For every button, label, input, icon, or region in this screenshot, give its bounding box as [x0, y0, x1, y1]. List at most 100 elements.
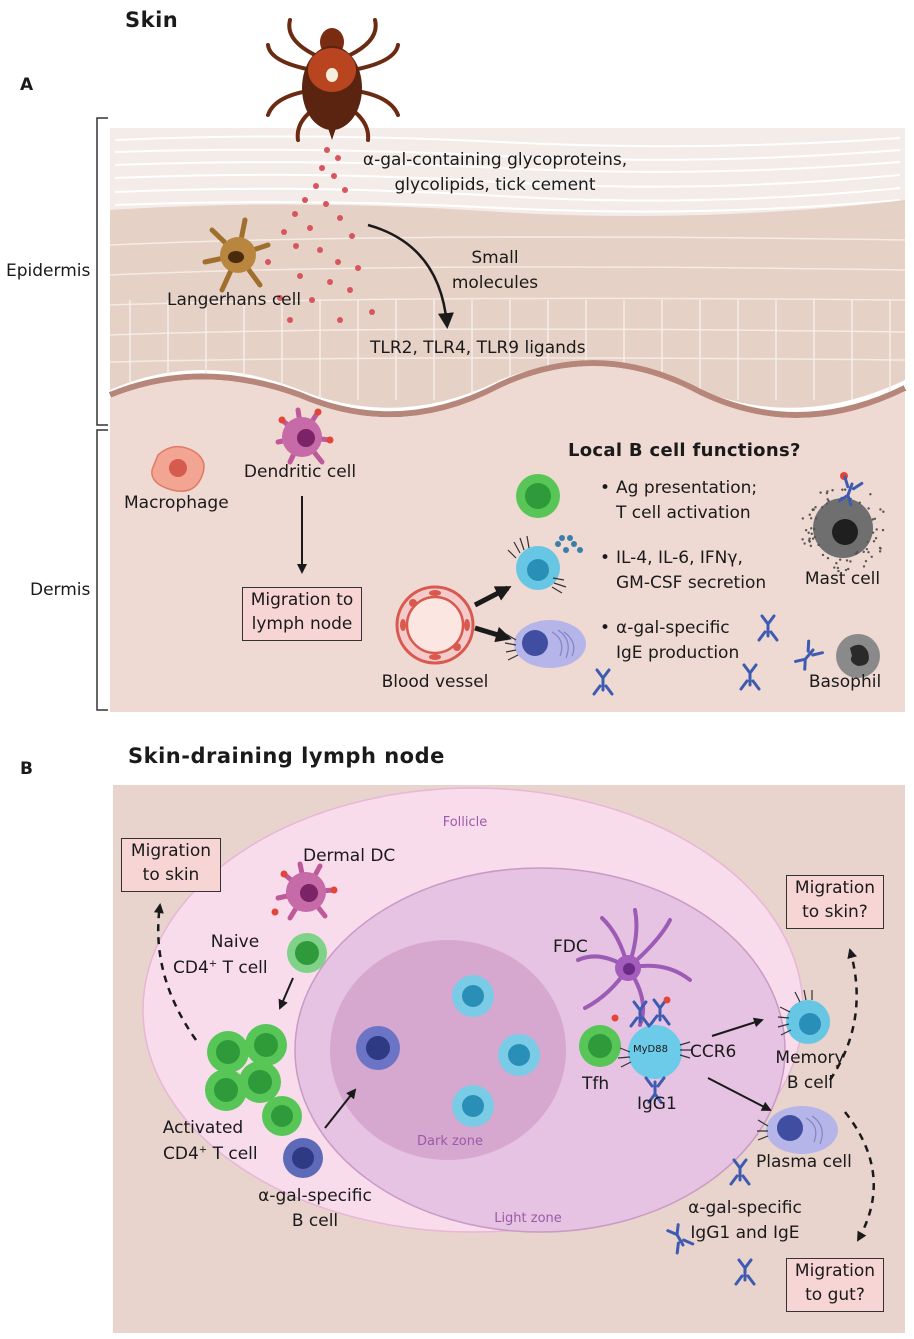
agal-b-cell-icon: [283, 1138, 323, 1178]
dark-zone-b-cell: [498, 1034, 540, 1076]
mast-cell-granule: [879, 508, 882, 511]
mast-cell-icon: [801, 472, 885, 573]
langerhans-label: Langerhans cell: [167, 290, 302, 310]
migration-gut-line-2: to gut?: [805, 1285, 865, 1305]
migration-skin-q-line-1: Migration: [794, 878, 876, 898]
blood-vessel-label: Blood vessel: [381, 672, 489, 692]
mast-cell-granule: [858, 501, 861, 504]
mast-cell-label: Mast cell: [804, 569, 881, 589]
antigen-particle: [335, 259, 341, 265]
antigen-particle: [317, 247, 323, 253]
mast-cell-granule: [872, 540, 876, 543]
bullet-3-line-1: α-gal-specific: [616, 618, 730, 638]
mast-cell-granule: [836, 566, 840, 570]
dermal-dc-label: Dermal DC: [303, 846, 396, 866]
mast-cell-granule: [849, 560, 852, 563]
tick-icon: [266, 18, 400, 142]
mast-cell-granule: [826, 556, 830, 560]
tfh-label: Tfh: [582, 1074, 610, 1094]
dermis-bracket: [96, 429, 108, 711]
migration-skin-line-1: Migration: [130, 841, 212, 861]
naive-label-2: CD4+ T cell: [173, 958, 268, 978]
antigen-particle: [293, 243, 299, 249]
mast-cell-granule: [808, 537, 811, 540]
panel-b-letter: B: [20, 759, 33, 779]
mast-cell-granule: [835, 561, 838, 565]
mast-cell-granule: [837, 569, 840, 573]
stratum-lines: [114, 135, 901, 213]
activated-label-1: Activated: [162, 1118, 244, 1138]
plasma-cell-icon-a: [504, 620, 586, 668]
antigen-particle: [307, 225, 313, 231]
mast-cell-granule: [825, 492, 829, 495]
migration-skin-dashed-arrow: [153, 903, 198, 1041]
mast-cell-granule: [875, 528, 878, 531]
activated-label-2: CD4+ T cell: [163, 1144, 258, 1164]
mast-cell-granule: [864, 559, 868, 563]
antigen-particle: [324, 147, 330, 153]
mast-cell-granule: [801, 538, 804, 541]
bullet-1-line-2: T cell activation: [616, 503, 751, 523]
activated-t-cell-cluster: [205, 1024, 302, 1136]
vessel-arrow-upper: [473, 585, 512, 608]
migration-ln-line-1: Migration to: [250, 590, 354, 610]
panel-a-letter: A: [20, 75, 34, 95]
basophil-icon: [836, 634, 880, 678]
epidermis-cell-grid: [109, 236, 906, 363]
mast-cell-granule: [810, 532, 813, 536]
fdc-label: FDC: [553, 937, 588, 957]
antigen-particle: [347, 287, 353, 293]
mast-cell-granule: [844, 568, 848, 572]
cytokine-b-cell-icon: [507, 535, 583, 594]
follicle-label: Follicle: [442, 815, 488, 830]
mast-cell-granule: [826, 490, 829, 493]
mast-cell-granule: [871, 531, 875, 534]
dark-zone: [330, 940, 566, 1160]
antigen-particle: [369, 309, 375, 315]
antigen-particle: [265, 259, 271, 265]
epidermis-bracket: [96, 117, 108, 426]
myd88-label: MyD88: [633, 1044, 668, 1055]
mast-cell-granule: [811, 537, 815, 540]
mast-cell-granule: [843, 488, 847, 491]
antigen-particle: [327, 279, 333, 285]
mast-cell-granule: [808, 513, 811, 516]
antigen-particle: [335, 155, 341, 161]
antigen-particle: [313, 183, 319, 189]
to-memory-arrow: [711, 1017, 764, 1037]
mast-cell-granule: [826, 498, 829, 501]
mast-cell-granule: [825, 502, 829, 505]
vessel-arrow-lower: [474, 625, 512, 643]
mast-cell-granule: [809, 517, 813, 520]
agal-b-line-2: B cell: [291, 1211, 339, 1231]
mast-cell-granule: [882, 510, 885, 513]
mast-cell-granule: [862, 550, 865, 554]
local-b-title: Local B cell functions?: [568, 440, 801, 461]
plasma-migration-dashed-arrow: [844, 1111, 875, 1242]
mast-cell-granule: [862, 565, 866, 568]
panel-b-title: Skin-draining lymph node: [128, 744, 445, 768]
mast-cell-granule: [809, 544, 813, 548]
bullet-1-dot: •: [600, 478, 611, 498]
mast-cell-granule: [869, 493, 872, 496]
panel-a-title: Skin: [125, 8, 179, 32]
migration-skin-q-box: Migration to skin?: [786, 875, 884, 929]
mast-cell-granule: [838, 558, 842, 561]
dark-zone-b-cell: [356, 1026, 400, 1070]
mast-cell-granule: [845, 559, 849, 562]
migration-skin-box: Migration to skin: [121, 838, 221, 892]
mast-cell-granule: [811, 508, 814, 511]
antigen-particle: [323, 201, 329, 207]
naive-t-cell-icon: [287, 933, 327, 973]
mast-cell-granule: [821, 553, 825, 557]
mast-cell-granule: [831, 489, 834, 492]
mast-cell-granule: [813, 535, 817, 539]
dermis-label: Dermis: [30, 580, 91, 600]
bullet-1-line-1: Ag presentation;: [616, 478, 758, 498]
mast-cell-granule: [833, 566, 836, 569]
mast-cell-granule: [808, 540, 811, 543]
blood-vessel-icon: [395, 585, 475, 665]
mast-cell-granule: [841, 488, 844, 491]
tick-products-line-1: α-gal-containing glycoproteins,: [362, 150, 628, 170]
